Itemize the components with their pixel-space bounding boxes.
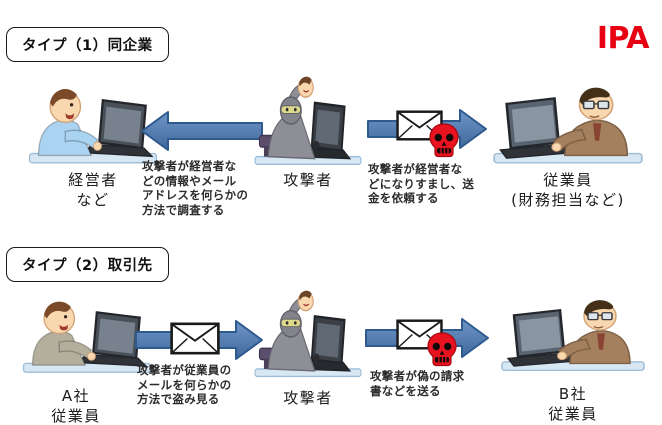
skull-icon xyxy=(426,122,462,158)
skull-icon xyxy=(424,331,460,367)
type2-eavesdrop-description: 攻撃者が従業員の メールを何らかの 方法で盗み見る xyxy=(137,363,232,406)
type2-fake-invoice-description: 攻撃者が偽の請求 書などを送る xyxy=(370,369,465,398)
employee-label: 従業員 (財務担当など) xyxy=(511,171,625,209)
type2-title: タイプ（2）取引先 xyxy=(22,258,153,274)
type2-title-box: タイプ（2）取引先 xyxy=(6,247,169,282)
type1-research-description: 攻撃者が経営者な どの情報やメール アドレスを何らかの 方法で調査する xyxy=(142,159,249,217)
employee-illustration xyxy=(490,80,646,172)
attacker-label: 攻撃者 xyxy=(283,389,333,407)
ipa-logo: IPA xyxy=(596,21,650,56)
executive-label: 経営者 など xyxy=(68,171,118,209)
type1-title-box: タイプ（1）同企業 xyxy=(6,27,169,62)
company-b-employee-label: B社 従業員 xyxy=(548,385,598,423)
research-arrow-left-icon xyxy=(141,111,263,151)
attacker-illustration xyxy=(252,76,364,172)
company-a-employee-label: A社 従業員 xyxy=(51,387,101,425)
type1-title: タイプ（1）同企業 xyxy=(22,38,153,54)
company-b-employee-illustration xyxy=(498,293,648,379)
attacker-label: 攻撃者 xyxy=(283,171,333,189)
attacker-illustration xyxy=(252,290,364,384)
type1-spoof-description: 攻撃者が経営者な どになりすまし、送 金を依頼する xyxy=(368,162,475,205)
envelope-icon xyxy=(170,322,220,355)
